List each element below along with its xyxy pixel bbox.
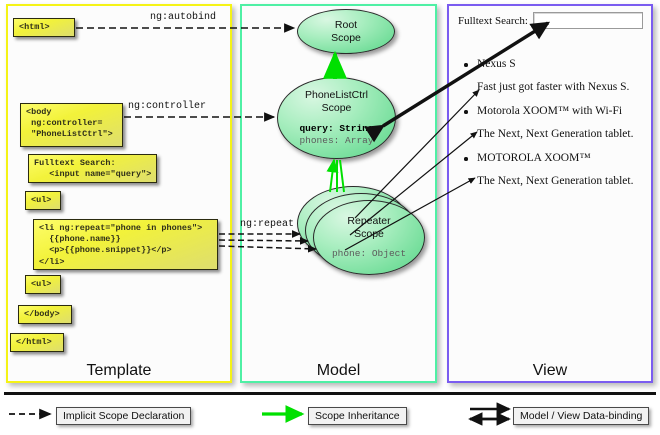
search-input[interactable] <box>532 12 643 29</box>
html-open-box: <html> <box>13 18 75 37</box>
edge-label-autobind: ng:autobind <box>150 12 217 23</box>
phonelist-prop-query-text: query: String <box>299 123 374 134</box>
repeater-prop-phone: phone: Object <box>332 248 406 260</box>
root-scope-node: Root Scope <box>297 9 395 54</box>
phonelist-title-line1: PhoneListCtrl <box>304 89 369 102</box>
root-scope-title-line1: Root <box>334 19 358 32</box>
phone-snippet: The Next, Next Generation tablet. <box>477 128 634 140</box>
bullet-dot-icon <box>464 157 468 161</box>
legend-icons <box>9 402 511 426</box>
fulltext-search-box: Fulltext Search: <input name="query"> <box>28 154 157 183</box>
repeater-prop-phone-text: phone: Object <box>331 247 407 259</box>
column-label-view: View <box>532 362 568 379</box>
phone-name: MOTOROLA XOOM™ <box>477 152 591 164</box>
fulltext-search-label: Fulltext Search: <box>458 14 528 27</box>
body-close-box: </body> <box>18 305 72 324</box>
legend-implicit-scope-declaration: Implicit Scope Declaration <box>56 407 192 425</box>
repeater-title-line1: Repeater <box>347 215 391 228</box>
repeater-scope-node: Repeater Scope phone: Object <box>313 200 425 275</box>
phone-snippet: The Next, Next Generation tablet. <box>477 175 634 187</box>
repeater-title-line2: Scope <box>354 227 384 240</box>
view-panel-content: Fulltext Search: Nexus S Fast just got f… <box>455 12 647 187</box>
column-label-template: Template <box>86 362 152 379</box>
column-label-model: Model <box>316 362 361 379</box>
edge-label-repeat: ng:repeat <box>240 219 295 230</box>
legend-model-view-databinding: Model / View Data-binding <box>513 407 650 425</box>
html-close-box: </html> <box>10 333 64 352</box>
ul-close-box: <ul> <box>25 275 61 294</box>
phonelist-prop-phones: phones: Array <box>299 135 373 147</box>
bullet-dot-icon <box>464 110 468 114</box>
legend-scope-inheritance: Scope Inheritance <box>308 407 407 425</box>
legend-divider <box>4 392 656 395</box>
list-item[interactable]: Nexus S <box>455 58 647 70</box>
list-item[interactable]: MOTOROLA XOOM™ <box>455 152 647 164</box>
fulltext-search-row: Fulltext Search: <box>455 12 647 29</box>
root-scope-title-line2: Scope <box>331 31 361 44</box>
body-controller-box: <body ng:controller= "PhoneListCtrl"> <box>20 103 123 147</box>
phone-name: Nexus S <box>477 58 516 70</box>
phone-snippet: Fast just got faster with Nexus S. <box>477 81 630 93</box>
phonelist-prop-query: query: String <box>299 123 373 135</box>
li-repeat-box: <li ng:repeat="phone in phones"> {{phone… <box>33 219 218 270</box>
phonelistctrl-scope-node: PhoneListCtrl Scope query: String phones… <box>277 77 396 159</box>
bullet-dot-icon <box>464 63 468 67</box>
phonelist-title-line2: Scope <box>321 101 352 114</box>
edge-label-controller: ng:controller <box>128 101 207 112</box>
phone-list: Nexus S Fast just got faster with Nexus … <box>455 58 647 187</box>
phonelist-prop-phones-text: phones: Array <box>299 134 374 146</box>
phone-name: Motorola XOOM™ with Wi-Fi <box>477 105 623 117</box>
ul-open-box: <ul> <box>25 191 61 210</box>
list-item[interactable]: Motorola XOOM™ with Wi-Fi <box>455 105 647 117</box>
